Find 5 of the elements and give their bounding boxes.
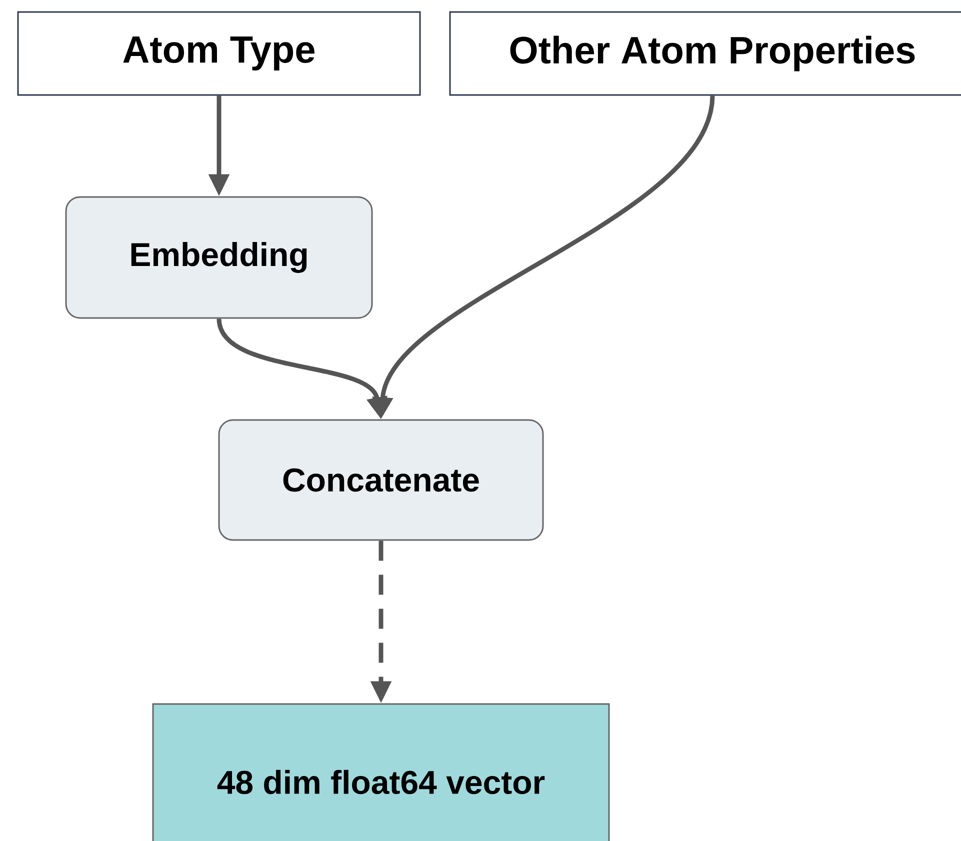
input-box: Atom Type [17,11,421,96]
input-box: Other Atom Properties [449,11,961,96]
process-box: Embedding [65,196,373,319]
process-box: Concatenate [218,419,544,541]
output-box: 48 dim float64 vector [152,703,610,841]
